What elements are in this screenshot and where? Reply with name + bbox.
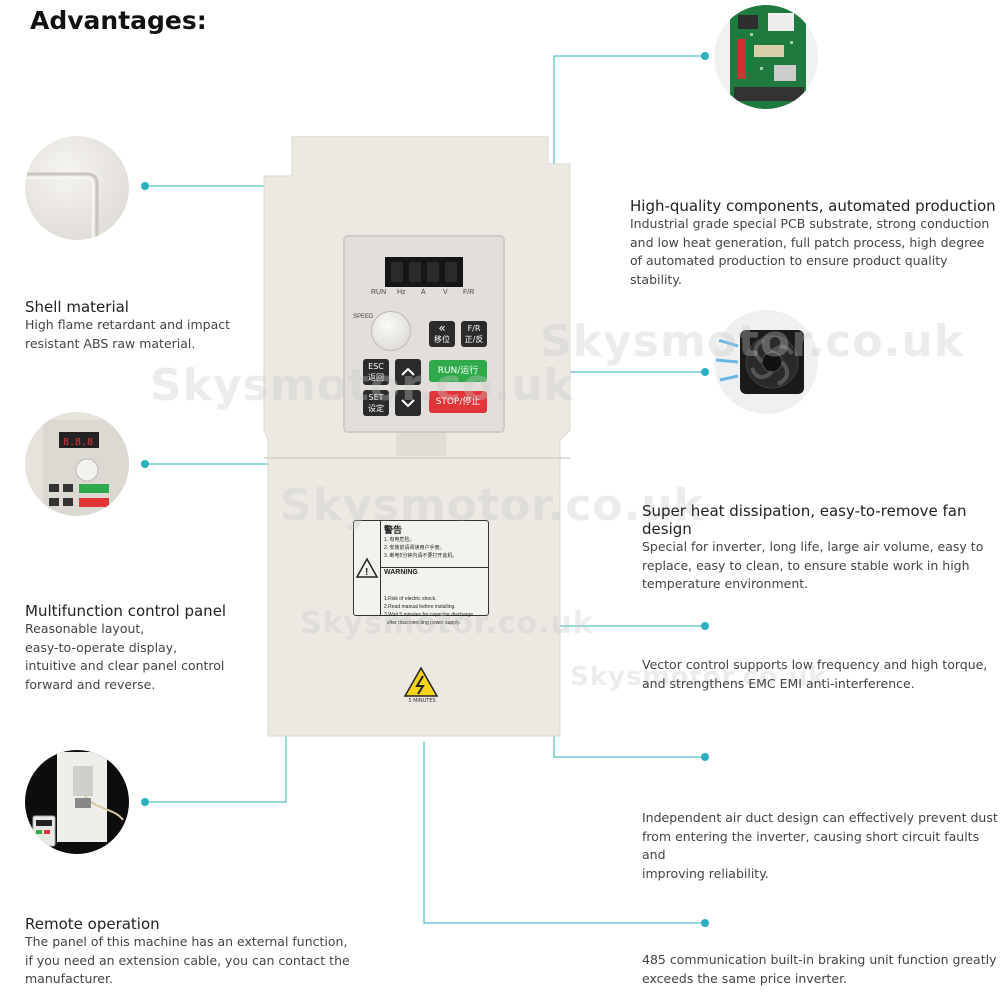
feature-components-desc: Industrial grade special PCB substrate, … [630, 216, 990, 287]
feature-vector-desc: Vector control supports low frequency an… [642, 657, 988, 691]
up-button[interactable] [395, 359, 421, 385]
run-indicator-label: RUN [371, 289, 387, 296]
high-voltage-hazard-icon [403, 666, 439, 697]
stop-button[interactable]: STOP/停止 [429, 391, 487, 413]
page-heading: Advantages: [30, 6, 207, 35]
feature-comm-desc: 485 communication built-in braking unit … [642, 952, 997, 986]
feature-comm: 485 communication built-in braking unit … [642, 951, 996, 988]
svg-text:!: ! [365, 567, 368, 578]
svg-text:8.8.8: 8.8.8 [63, 437, 93, 448]
feature-panel: Multifunction control panel Reasonable l… [25, 602, 226, 694]
chevron-up-icon [401, 367, 415, 376]
run-button[interactable]: RUN/运行 [429, 360, 487, 382]
warning-triangle-icon: ! [355, 557, 379, 578]
warning-cn-title: 警告 [384, 525, 403, 535]
feature-fan-desc: Special for inverter, long life, large a… [642, 539, 984, 591]
shift-button[interactable]: «移位 [429, 321, 455, 347]
cooling-fan-image [714, 310, 818, 414]
warning-cn-lines: 1. 有电危险。2. 安装前请阅读用户手册。3. 断电5分钟内请不要打开此机。 [384, 537, 458, 559]
warning-icon-area: ! [354, 521, 381, 615]
chevron-down-icon [401, 399, 415, 408]
feature-airduct: Independent air duct design can effectiv… [642, 809, 1000, 883]
watermark-5: Skysmotor.co.uk [570, 662, 827, 692]
warning-label: ! 警告 1. 有电危险。2. 安装前请阅读用户手册。3. 断电5分钟内请不要打… [353, 520, 489, 626]
feature-remote-desc: The panel of this machine has an externa… [25, 934, 350, 986]
warning-en-title: WARNING [384, 569, 418, 576]
control-panel-closeup-image: 8.8.8 [25, 412, 129, 516]
down-button[interactable] [395, 390, 421, 416]
a-indicator-label: A [421, 289, 426, 296]
speed-knob[interactable] [371, 311, 411, 351]
inverter-device [263, 136, 571, 737]
speed-label: SPEED [353, 314, 374, 320]
feature-components: High-quality components, automated produ… [630, 197, 1000, 289]
feature-fan: Super heat dissipation, easy-to-remove f… [642, 502, 1000, 594]
remote-operation-image [25, 750, 129, 854]
feature-airduct-desc: Independent air duct design can effectiv… [642, 810, 998, 881]
watermark-2: Skysmotor.co.uk [150, 360, 574, 411]
hz-indicator-label: Hz [397, 289, 406, 296]
feature-shell-title: Shell material [25, 298, 129, 316]
feature-vector: Vector control supports low frequency an… [642, 656, 987, 693]
watermark-3: Skysmotor.co.uk [280, 480, 704, 531]
feature-components-title: High-quality components, automated produ… [630, 197, 996, 215]
led-display [385, 257, 463, 287]
feature-shell: Shell material High flame retardant and … [25, 298, 230, 353]
watermark-1: Skysmotor.co.uk [540, 316, 964, 367]
shell-closeup-image [25, 136, 129, 240]
watermark-4: Skysmotor.co.uk [300, 606, 594, 641]
feature-panel-title: Multifunction control panel [25, 602, 227, 620]
feature-panel-desc: Reasonable layout,easy-to-operate displa… [25, 621, 225, 692]
hazard-caption: 5 MINUTES [408, 698, 436, 704]
pcb-image [714, 5, 818, 109]
warning-en-lines: 1.Risk of electric shock.2.Read manual b… [384, 596, 474, 626]
fr-indicator-label: F/R [463, 289, 475, 296]
v-indicator-label: V [443, 289, 448, 296]
feature-fan-title: Super heat dissipation, easy-to-remove f… [642, 502, 967, 538]
feature-remote-title: Remote operation [25, 915, 160, 933]
feature-remote: Remote operation The panel of this machi… [25, 915, 350, 989]
